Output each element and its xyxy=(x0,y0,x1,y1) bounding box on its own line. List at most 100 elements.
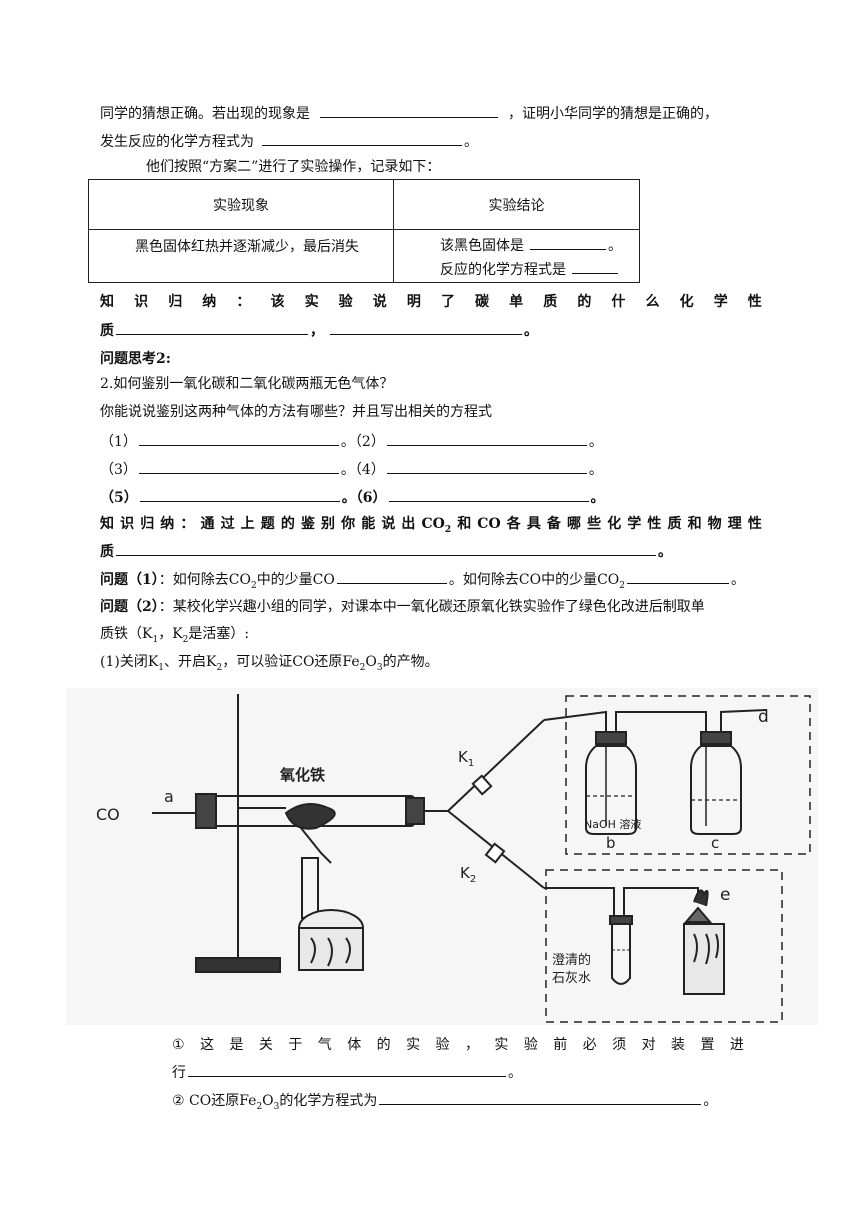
glyph: 你 xyxy=(341,516,356,532)
glyph: 前 xyxy=(553,1037,568,1053)
glyph: 备 xyxy=(546,516,561,532)
answer-blank[interactable] xyxy=(530,235,606,250)
label-d: d xyxy=(758,707,769,727)
valve-k2 xyxy=(484,842,506,864)
glyph: 通 xyxy=(200,516,215,532)
glyph: 学 xyxy=(627,516,642,532)
text: 质 xyxy=(100,323,114,339)
label-a: a xyxy=(164,787,174,806)
answer-blank[interactable] xyxy=(627,569,730,584)
table-cell-conclusion: 该黑色固体是。 反应的化学方程式是 xyxy=(393,229,640,283)
glyph: 的 xyxy=(577,294,592,310)
text: 。 xyxy=(588,434,603,450)
glyph: 归 xyxy=(140,516,155,532)
answer-blank[interactable] xyxy=(336,569,447,584)
text: 质铁（K xyxy=(100,626,153,642)
answer-blank[interactable] xyxy=(116,541,656,556)
answer-blank[interactable] xyxy=(188,1062,506,1077)
answer-blank[interactable] xyxy=(262,131,462,146)
answer-blank[interactable] xyxy=(320,103,498,118)
glyph: 出 xyxy=(401,516,416,532)
pipe-c-to-d xyxy=(720,709,767,733)
text: 质 xyxy=(100,544,114,560)
iron-oxide-sample xyxy=(284,803,336,830)
answer-blank[interactable] xyxy=(330,320,522,335)
glyph: 验 xyxy=(338,294,353,310)
answer-blank[interactable] xyxy=(379,1090,702,1105)
apparatus-diagram: CO a 氧化铁 K1 K2 NaOH 溶液 b c d e 澄清的 石灰水 xyxy=(66,688,818,1025)
pipe-to-test-tube xyxy=(544,887,615,918)
bottle-b xyxy=(585,745,637,835)
burner-texture xyxy=(310,937,351,967)
text: ：如何除去CO xyxy=(158,572,251,588)
text: O xyxy=(262,1093,274,1109)
answer-blank[interactable] xyxy=(116,320,308,335)
glyph: 装 xyxy=(671,1037,685,1053)
problem-2-step-1: (1)关闭K1、开启K2，可以验证CO还原Fe2O3的产物。 xyxy=(100,652,439,672)
text: 、开启K xyxy=(164,654,217,670)
glyph: 别 xyxy=(321,516,336,532)
answer-blank[interactable] xyxy=(572,259,618,274)
glyph: 气 xyxy=(317,1037,332,1053)
sub-question-2: ② CO还原Fe2O3的化学方程式为。 xyxy=(172,1090,717,1111)
answer-blank[interactable] xyxy=(139,487,340,502)
label-limewater-1: 澄清的 xyxy=(552,952,591,968)
problem-2: 问题（2）：某校化学兴趣小组的同学，对课本中一氧化碳还原氧化铁实验作了绿色化改进… xyxy=(100,597,705,617)
glyph: 具 xyxy=(526,516,541,532)
glyph: 题 xyxy=(260,516,275,532)
glyph: 置 xyxy=(700,1037,715,1053)
problem-2-cont: 质铁（K1，K2是活塞）: xyxy=(100,624,249,644)
glyph: 鉴 xyxy=(300,516,315,532)
glyph: 实 xyxy=(494,1037,509,1053)
label-b: b xyxy=(606,834,616,852)
label-naoh: NaOH 溶液 xyxy=(584,817,641,831)
table-header-phenomenon: 实验现象 xyxy=(88,179,394,230)
glyph: 上 xyxy=(240,516,255,532)
glyph: 纳 xyxy=(202,294,217,310)
label-e: e xyxy=(720,885,730,905)
text: 黑色固体红热并逐渐减少，最后消失 xyxy=(135,239,359,255)
glyph: 质 xyxy=(667,516,682,532)
label-co: CO xyxy=(96,805,120,824)
glyph: 体 xyxy=(347,1037,362,1053)
text: 。 xyxy=(524,323,538,339)
text: O xyxy=(365,654,377,670)
text: ，证明小华同学的猜想是正确的， xyxy=(508,106,718,122)
glyph: 识 xyxy=(134,294,149,310)
glyph: 是 xyxy=(229,1037,244,1053)
valve-k1 xyxy=(471,774,493,796)
tube-stopper-right xyxy=(405,797,425,825)
glyph: 说 xyxy=(381,516,396,532)
glyph: 理 xyxy=(727,516,742,532)
upper-dashed-box xyxy=(565,695,811,855)
problem-1: 问题（1）：如何除去CO2中的少量CO。如何除去CO中的少量CO2。 xyxy=(100,569,745,590)
summary-1-cont: 质，。 xyxy=(100,320,538,341)
label-limewater-2: 石灰水 xyxy=(552,971,591,986)
glyph: 对 xyxy=(641,1037,656,1053)
problem-label: 问题（2） xyxy=(100,599,159,615)
burner-e-texture xyxy=(693,933,719,965)
burner-e-base xyxy=(683,923,725,995)
burner-column xyxy=(301,857,319,919)
glyph: 知 xyxy=(100,516,114,532)
question-2-line-1: 2.如何鉴别一氧化碳和二氧化碳两瓶无色气体？ xyxy=(100,376,394,392)
text: (1)关闭K xyxy=(100,654,159,670)
answer-blank[interactable] xyxy=(386,431,587,446)
answer-blank[interactable] xyxy=(138,431,339,446)
glyph: 必 xyxy=(582,1037,597,1053)
subscript: 3 xyxy=(273,1101,280,1112)
k2-sub: 2 xyxy=(470,874,476,885)
glyph: 碳 xyxy=(475,294,490,310)
text: 该黑色固体是 xyxy=(440,238,524,254)
tube-stopper-left xyxy=(195,793,217,829)
glyph: 性 xyxy=(647,516,662,532)
glyph: 性 xyxy=(747,516,762,532)
answer-blank[interactable] xyxy=(386,459,587,474)
glyph: 质 xyxy=(543,294,558,310)
answer-blank[interactable] xyxy=(388,487,589,502)
text: ：某校化学兴趣小组的同学，对课本中一氧化碳还原氧化铁实验作了绿色化改进后制取单 xyxy=(158,599,705,615)
glyph: 验 xyxy=(523,1037,538,1053)
text: 。 xyxy=(658,544,672,560)
glyph: 的 xyxy=(280,516,295,532)
answer-blank[interactable] xyxy=(138,459,339,474)
